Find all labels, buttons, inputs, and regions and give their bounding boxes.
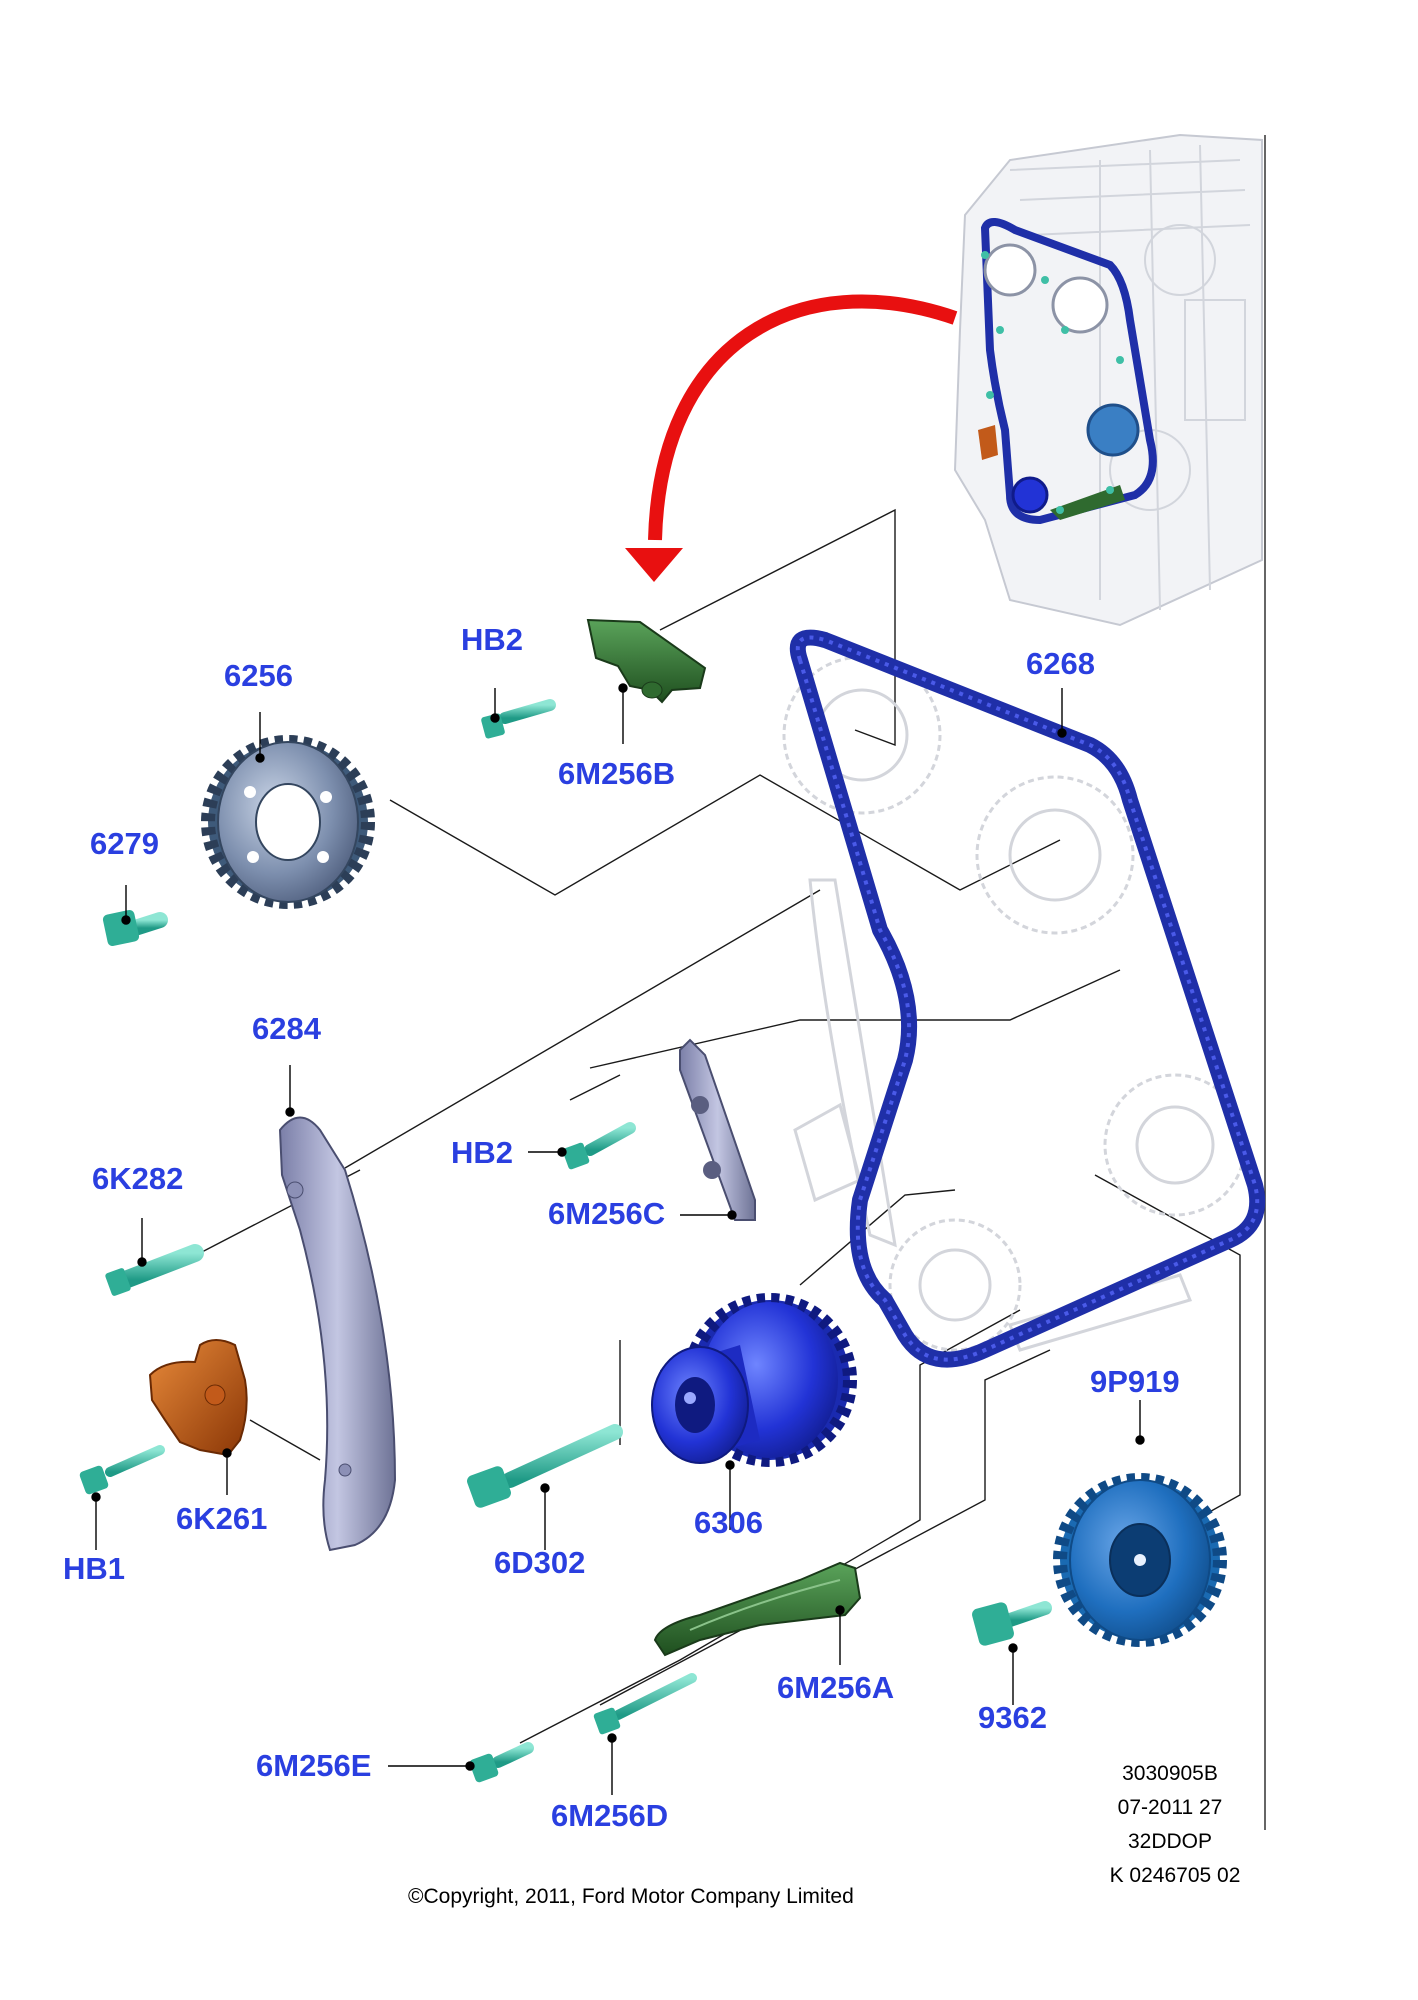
label-9P919: 9P919 — [1090, 1364, 1180, 1399]
label-9362: 9362 — [978, 1700, 1047, 1735]
camshaft-sprocket-6256 — [201, 735, 375, 909]
label-6K282: 6K282 — [92, 1161, 184, 1196]
label-6M256A: 6M256A — [777, 1670, 895, 1705]
label-hb2-mid: HB2 — [451, 1135, 514, 1170]
label-6284: 6284 — [252, 1011, 321, 1046]
label-6M256E: 6M256E — [256, 1748, 372, 1783]
copyright-notice: ©Copyright, 2011, Ford Motor Company Lim… — [408, 1885, 854, 1908]
label-6256: 6256 — [224, 658, 293, 693]
red-arrow — [625, 294, 958, 582]
label-6D302: 6D302 — [494, 1545, 586, 1580]
bolt-6M256D — [593, 1673, 697, 1735]
timing-chain — [789, 629, 1266, 1368]
callout-stubs — [91, 683, 1145, 1795]
leader-lines — [199, 508, 1241, 1744]
reference-code-3: 32DDOP — [1127, 1830, 1213, 1853]
label-6279: 6279 — [90, 826, 159, 861]
label-6306: 6306 — [694, 1505, 763, 1540]
reference-code-4: K 0246705 02 — [1109, 1864, 1241, 1887]
chain-guide-6M256C — [679, 1038, 756, 1221]
chain-guide-6M256B — [586, 618, 707, 704]
label-6K261: 6K261 — [176, 1501, 268, 1536]
label-6268: 6268 — [1026, 646, 1095, 681]
tensioner-rail-6284 — [278, 1116, 397, 1552]
label-hb2-top: HB2 — [461, 622, 524, 657]
reference-code-1: 3030905B — [1122, 1762, 1218, 1785]
crankshaft-sprocket-9P919 — [1053, 1473, 1227, 1647]
engine-thumbnail — [953, 133, 1263, 627]
reference-code-2: 07-2011 27 — [1117, 1796, 1223, 1819]
bolt-hb2-mid — [562, 1122, 636, 1170]
label-hb1: HB1 — [63, 1551, 126, 1586]
label-6M256B: 6M256B — [558, 756, 676, 791]
bolt-hb1 — [79, 1445, 165, 1495]
bolt-6D302 — [467, 1424, 623, 1508]
bolt-9362 — [972, 1601, 1052, 1646]
bolt-6279 — [102, 909, 168, 947]
bolt-6M256E — [469, 1742, 534, 1783]
bolt-hb2-top — [481, 699, 556, 739]
bolt-6K282 — [105, 1244, 204, 1296]
label-6M256D: 6M256D — [551, 1798, 669, 1833]
chain-tensioner-6K261 — [148, 1339, 248, 1457]
vct-phaser-6306 — [651, 1293, 857, 1467]
label-6M256C: 6M256C — [548, 1196, 666, 1231]
chain-guide-6M256A — [653, 1561, 862, 1657]
